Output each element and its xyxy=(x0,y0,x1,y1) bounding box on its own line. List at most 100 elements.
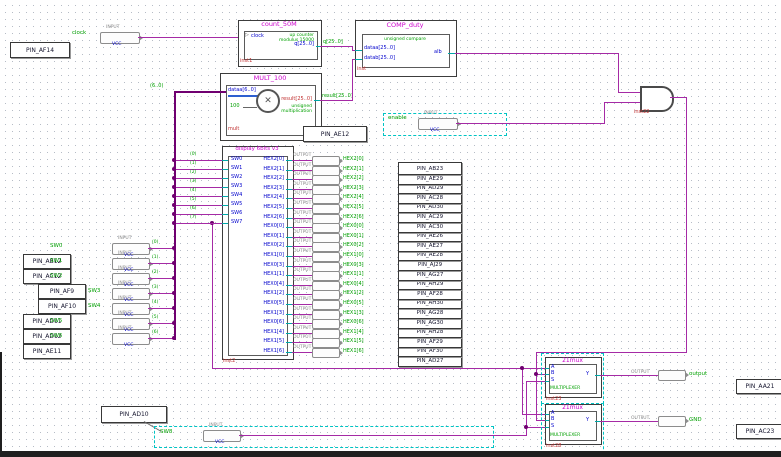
wire-hex-out[interactable] xyxy=(292,160,312,161)
pin-box-sw8[interactable]: PIN_AD10 xyxy=(101,406,167,423)
pin-box-sw[interactable]: PIN_AD11 xyxy=(23,314,71,329)
wire-sw[interactable] xyxy=(148,338,174,339)
wire-enable[interactable] xyxy=(604,102,605,124)
wire-sw[interactable] xyxy=(148,263,174,264)
wire-gate-out[interactable] xyxy=(536,374,545,375)
wire-sw[interactable] xyxy=(148,278,174,279)
output-pin-symbol[interactable] xyxy=(312,194,343,204)
output-pin-symbol[interactable] xyxy=(312,204,343,214)
output-pin-symbol[interactable] xyxy=(312,290,343,300)
vcc-label: VCC xyxy=(124,253,134,258)
wire-hex-out[interactable] xyxy=(292,314,312,315)
pin-box-sw[interactable]: PIN_AE11 xyxy=(23,344,71,359)
pin-box-clock[interactable]: PIN_AF14 xyxy=(10,42,70,58)
wire-sw[interactable] xyxy=(148,323,174,324)
wire-sw-tap[interactable] xyxy=(176,169,222,170)
wire-sel-a[interactable] xyxy=(522,414,545,415)
pin-box-sw[interactable]: PIN_AD12 xyxy=(23,329,71,344)
wire-sw8[interactable] xyxy=(526,427,545,428)
wire-gate-out[interactable] xyxy=(536,352,687,353)
wire-hex-out[interactable] xyxy=(292,323,312,324)
wire-sw-tap[interactable] xyxy=(176,196,222,197)
wire-hex-out[interactable] xyxy=(292,218,312,219)
wire-enable[interactable] xyxy=(456,123,604,124)
wire-sw-tap[interactable] xyxy=(176,178,222,179)
wire-result[interactable] xyxy=(352,59,353,101)
and-gate[interactable] xyxy=(640,86,674,112)
wire-clock[interactable] xyxy=(138,37,238,38)
output-pin-symbol[interactable] xyxy=(312,242,343,252)
wire-hex-out[interactable] xyxy=(292,352,312,353)
wire-sw-tap[interactable] xyxy=(176,187,222,188)
wire-hex-out[interactable] xyxy=(292,198,312,199)
pin-box-aa21[interactable]: PIN_AA21 xyxy=(736,379,781,394)
output-pin-symbol[interactable] xyxy=(658,370,689,381)
wire-gate-out[interactable] xyxy=(670,97,686,98)
wire-hex-out[interactable] xyxy=(292,189,312,190)
wire-hex-out[interactable] xyxy=(292,237,312,238)
wire-sel-a[interactable] xyxy=(212,223,213,369)
wire-sw[interactable] xyxy=(148,248,174,249)
wire-result[interactable] xyxy=(352,59,355,60)
wire-hex-out[interactable] xyxy=(292,246,312,247)
wire-hex-out[interactable] xyxy=(292,266,312,267)
wire-sw-tap[interactable] xyxy=(176,160,222,161)
wire-alb[interactable] xyxy=(618,53,619,93)
output-pin-symbol[interactable] xyxy=(658,416,689,427)
wire-hex-out[interactable] xyxy=(292,294,312,295)
wire-mux-top-out[interactable] xyxy=(600,375,658,376)
wire-sw[interactable] xyxy=(148,308,174,309)
wire-mux-bottom-out[interactable] xyxy=(600,421,658,422)
output-pin-symbol[interactable] xyxy=(312,348,343,358)
wire-hex-out[interactable] xyxy=(292,256,312,257)
wire-sw[interactable] xyxy=(148,293,174,294)
wire-hex-out[interactable] xyxy=(292,179,312,180)
wire-hex-out[interactable] xyxy=(292,304,312,305)
wire-gate-out[interactable] xyxy=(536,352,537,421)
wire-sw8[interactable] xyxy=(239,435,526,436)
wire-q-bus[interactable] xyxy=(352,50,355,51)
input-pin-symbol-enable[interactable] xyxy=(418,118,461,130)
wire-sw-tap[interactable] xyxy=(176,223,222,224)
input-pin-symbol-sw[interactable] xyxy=(112,303,153,315)
output-pin-symbol[interactable] xyxy=(312,252,343,262)
wire-q-bus[interactable] xyxy=(352,46,353,51)
output-pin-symbol[interactable] xyxy=(312,223,343,233)
wire-sw-tap[interactable] xyxy=(176,205,222,206)
wire-sw8[interactable] xyxy=(526,381,545,382)
wire-hex-out[interactable] xyxy=(292,285,312,286)
output-pin-symbol[interactable] xyxy=(312,338,343,348)
output-pin-symbol[interactable] xyxy=(312,271,343,281)
pin-box-enable[interactable]: PIN_AE12 xyxy=(303,126,367,142)
pin-box-sw[interactable]: PIN_AF10 xyxy=(38,299,86,314)
pin-box-sw[interactable]: PIN_AC12 xyxy=(23,269,71,284)
wire-gate-out[interactable] xyxy=(536,420,545,421)
wire-sw-tap[interactable] xyxy=(176,214,222,215)
wire-hex-out[interactable] xyxy=(292,170,312,171)
wire-result[interactable] xyxy=(320,100,352,101)
output-pin-symbol[interactable] xyxy=(312,175,343,185)
pin-box-sw[interactable]: PIN_AF9 xyxy=(38,284,86,299)
wire-alb[interactable] xyxy=(618,92,640,93)
wire-alb[interactable] xyxy=(455,53,618,54)
pin-box-sw[interactable]: PIN_AB12 xyxy=(23,254,71,269)
wire-q-bus[interactable] xyxy=(320,46,352,47)
wire-enable[interactable] xyxy=(604,102,640,103)
wire-hex-out[interactable] xyxy=(292,275,312,276)
output-pin-symbol[interactable] xyxy=(312,156,343,166)
output-pin-symbol[interactable] xyxy=(312,319,343,329)
wire-gate-out[interactable] xyxy=(686,97,687,353)
pin-box-ac23[interactable]: PIN_AC23 xyxy=(736,424,781,439)
wire-hex-out[interactable] xyxy=(292,227,312,228)
wire-hex-out[interactable] xyxy=(292,333,312,334)
output-pin-symbol[interactable] xyxy=(312,300,343,310)
sw-bus[interactable] xyxy=(174,91,226,93)
pin-box-hex[interactable]: PIN_AB23 xyxy=(398,162,462,175)
wire-hex-out[interactable] xyxy=(292,342,312,343)
wire-sel-a[interactable] xyxy=(212,368,545,369)
wire-sw8[interactable] xyxy=(526,381,527,436)
net-label-hex: HEX2[6] xyxy=(343,214,364,220)
wire-hex-out[interactable] xyxy=(292,208,312,209)
wire-sel-a[interactable] xyxy=(522,368,523,415)
